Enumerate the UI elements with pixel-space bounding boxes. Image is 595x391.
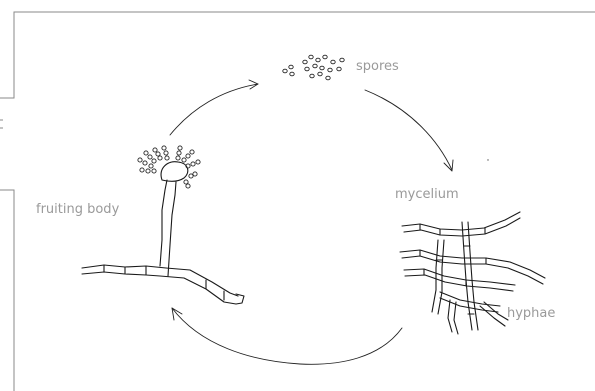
spore — [303, 60, 307, 64]
hypha — [454, 302, 458, 334]
arrow-spores-to-mycelium — [365, 90, 452, 170]
spore — [305, 67, 309, 71]
substrate-hypha-top — [82, 265, 238, 296]
stalk-right — [168, 182, 176, 276]
label-spores: spores — [356, 60, 399, 73]
hyphae-septa — [420, 224, 486, 314]
spore-chains — [138, 146, 200, 188]
stalk-left — [160, 180, 167, 266]
spore — [323, 55, 327, 59]
spore — [331, 60, 335, 64]
speck — [487, 159, 488, 160]
spore — [326, 76, 330, 80]
hypha — [440, 292, 500, 306]
spore — [310, 74, 314, 78]
label-mycelium: mycelium — [395, 188, 459, 201]
spore — [289, 65, 293, 69]
spores-illustration — [283, 55, 344, 80]
spore — [318, 72, 322, 76]
substrate-hypha-bottom — [82, 272, 236, 304]
hypha — [404, 269, 515, 285]
hypha — [448, 300, 452, 332]
vesicle — [161, 162, 188, 182]
spore — [340, 58, 344, 62]
hypha — [438, 240, 444, 314]
label-hyphae: hyphae — [507, 307, 555, 320]
frame-top-left — [0, 12, 595, 98]
spore — [337, 67, 341, 71]
spore — [283, 69, 287, 73]
septa — [104, 265, 224, 300]
fruiting-body-illustration — [82, 146, 244, 304]
frame-bottom-left — [0, 190, 14, 391]
spore — [320, 66, 324, 70]
spore — [316, 58, 320, 62]
spore — [309, 55, 313, 59]
label-fruiting-body: fruiting body — [36, 203, 119, 216]
spore — [290, 72, 294, 76]
hypha — [432, 240, 438, 312]
arrow-fruiting-to-spores — [170, 84, 258, 135]
arrow-hyphae-to-fruiting — [172, 308, 402, 364]
spore — [313, 64, 317, 68]
cycle-arrows — [170, 80, 489, 364]
spore — [328, 68, 332, 72]
